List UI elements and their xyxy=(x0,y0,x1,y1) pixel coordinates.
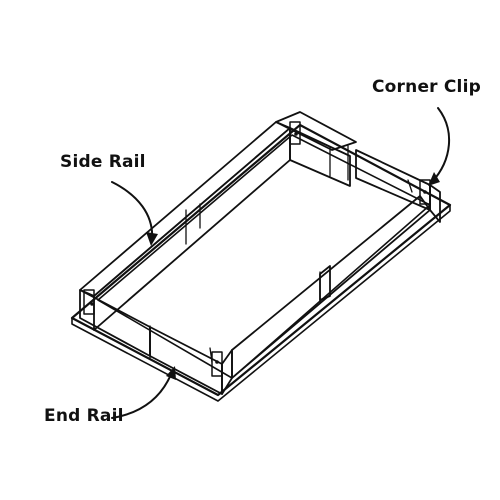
corner-clips xyxy=(83,121,431,377)
leader-arrow-end-rail xyxy=(111,366,176,419)
corner-clip-label: Corner Clip xyxy=(372,77,481,97)
end-rail-label: End Rail xyxy=(44,406,124,426)
frame-inner-outline xyxy=(97,134,431,379)
end-rail-near xyxy=(79,289,233,395)
leader-arrow-side-rail xyxy=(111,181,158,246)
end-rail-far xyxy=(275,111,357,187)
leader-arrow-corner-clip xyxy=(428,107,450,186)
base-plate xyxy=(70,123,452,402)
side-rail-label: Side Rail xyxy=(60,152,146,172)
